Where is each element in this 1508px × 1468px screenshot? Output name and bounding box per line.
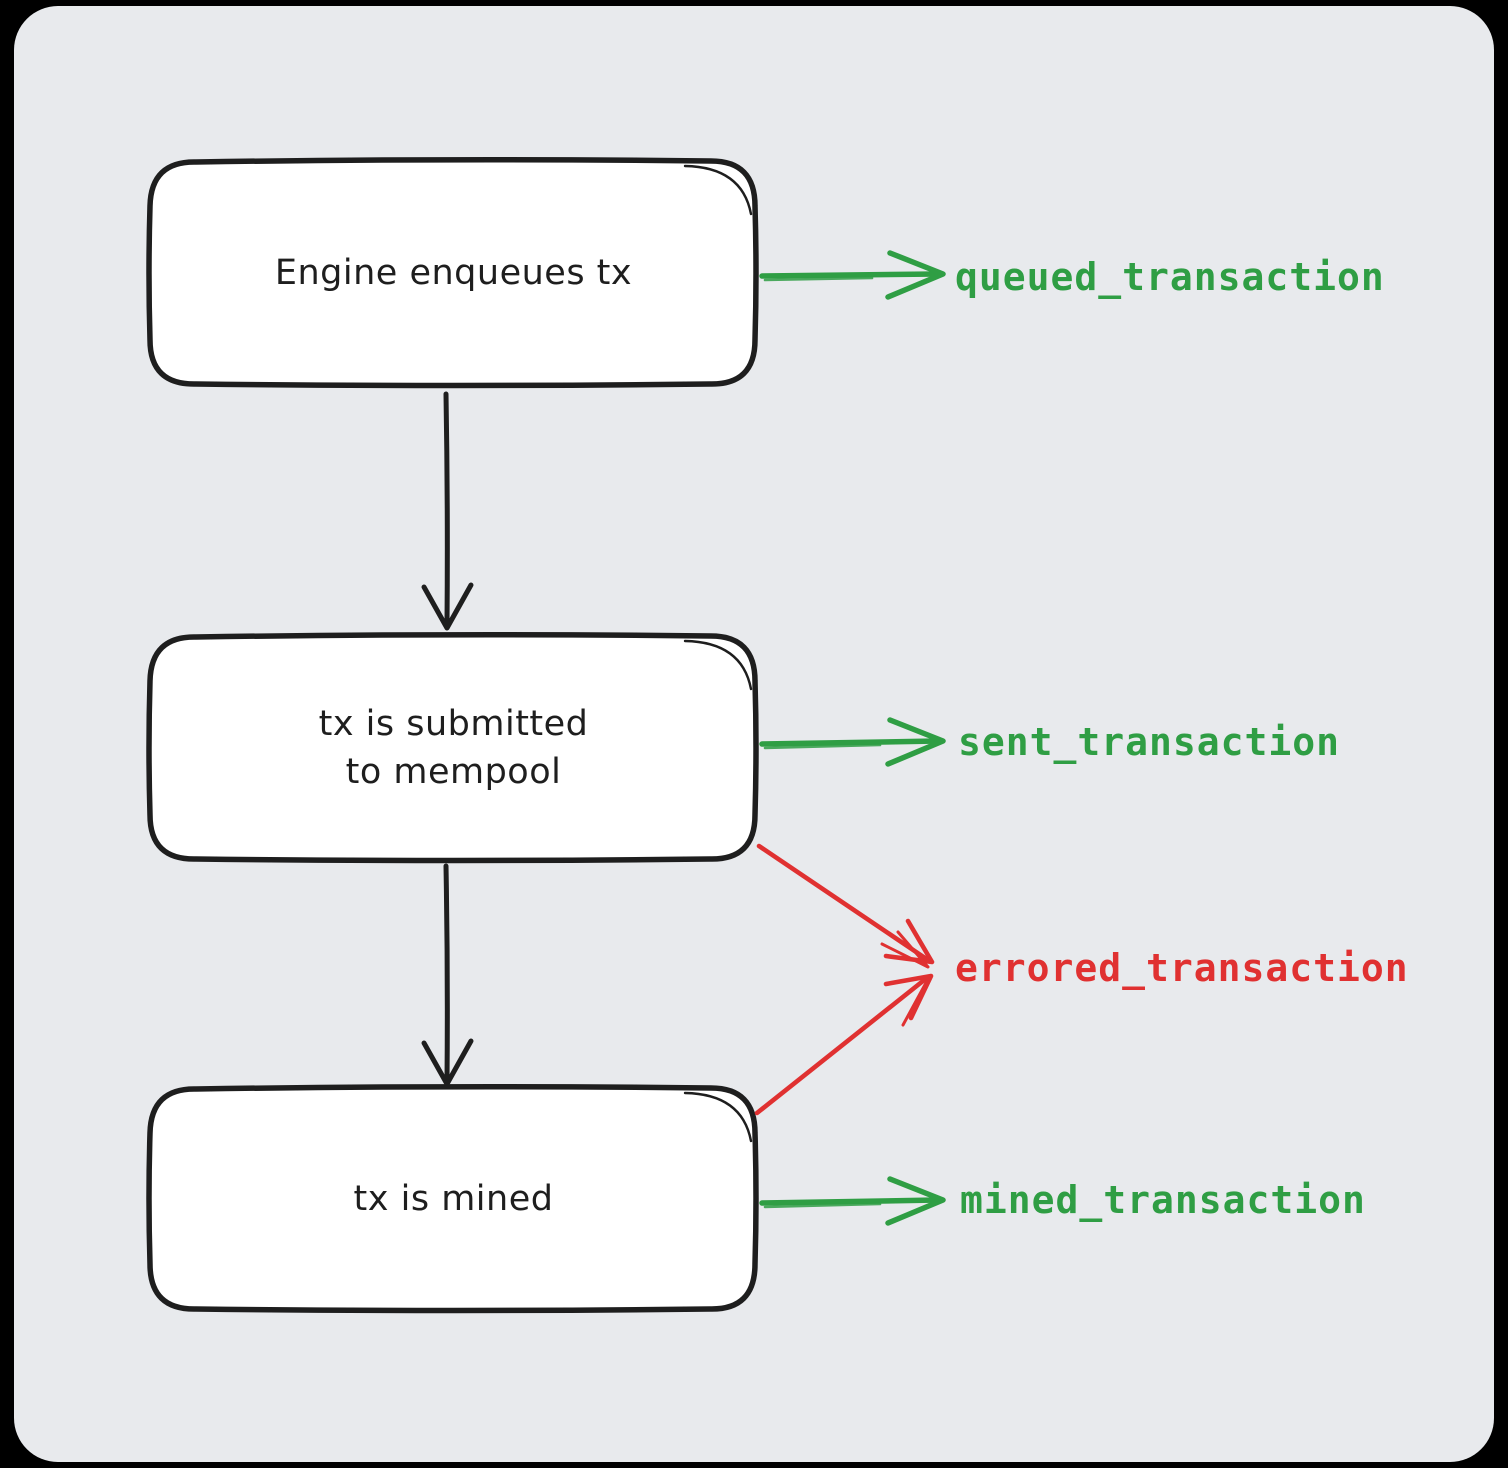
flow-arrow-engine-to-mempool (421, 391, 474, 631)
node-box-engine-enqueues-tx (146, 156, 759, 389)
node-box-tx-mined (146, 1083, 759, 1314)
event-label-sent-transaction: sent_transaction (958, 720, 1341, 764)
error-arrow-from-mined (754, 973, 934, 1116)
event-label-mined-transaction: mined_transaction (960, 1178, 1366, 1222)
node-label-tx-submitted-mempool: tx is submitted to mempool (318, 703, 589, 792)
flow-arrow-mempool-to-mined (421, 863, 474, 1087)
node-box-corner-overdraw (683, 1091, 753, 1143)
node-box-corner-overdraw (683, 639, 753, 691)
event-arrow-mined (759, 1176, 946, 1226)
event-label-errored-transaction: errored_transaction (955, 946, 1409, 990)
event-arrow-queued (759, 250, 946, 300)
node-label-tx-mined: tx is mined (353, 1178, 554, 1219)
event-arrow-sent (759, 717, 946, 767)
error-arrow-from-mempool (756, 843, 935, 969)
node-label-engine-enqueues-tx: Engine enqueues tx (274, 252, 633, 293)
node-box-tx-submitted-mempool (146, 631, 759, 864)
event-label-queued-transaction: queued_transaction (955, 255, 1385, 299)
node-box-corner-overdraw (683, 164, 753, 216)
